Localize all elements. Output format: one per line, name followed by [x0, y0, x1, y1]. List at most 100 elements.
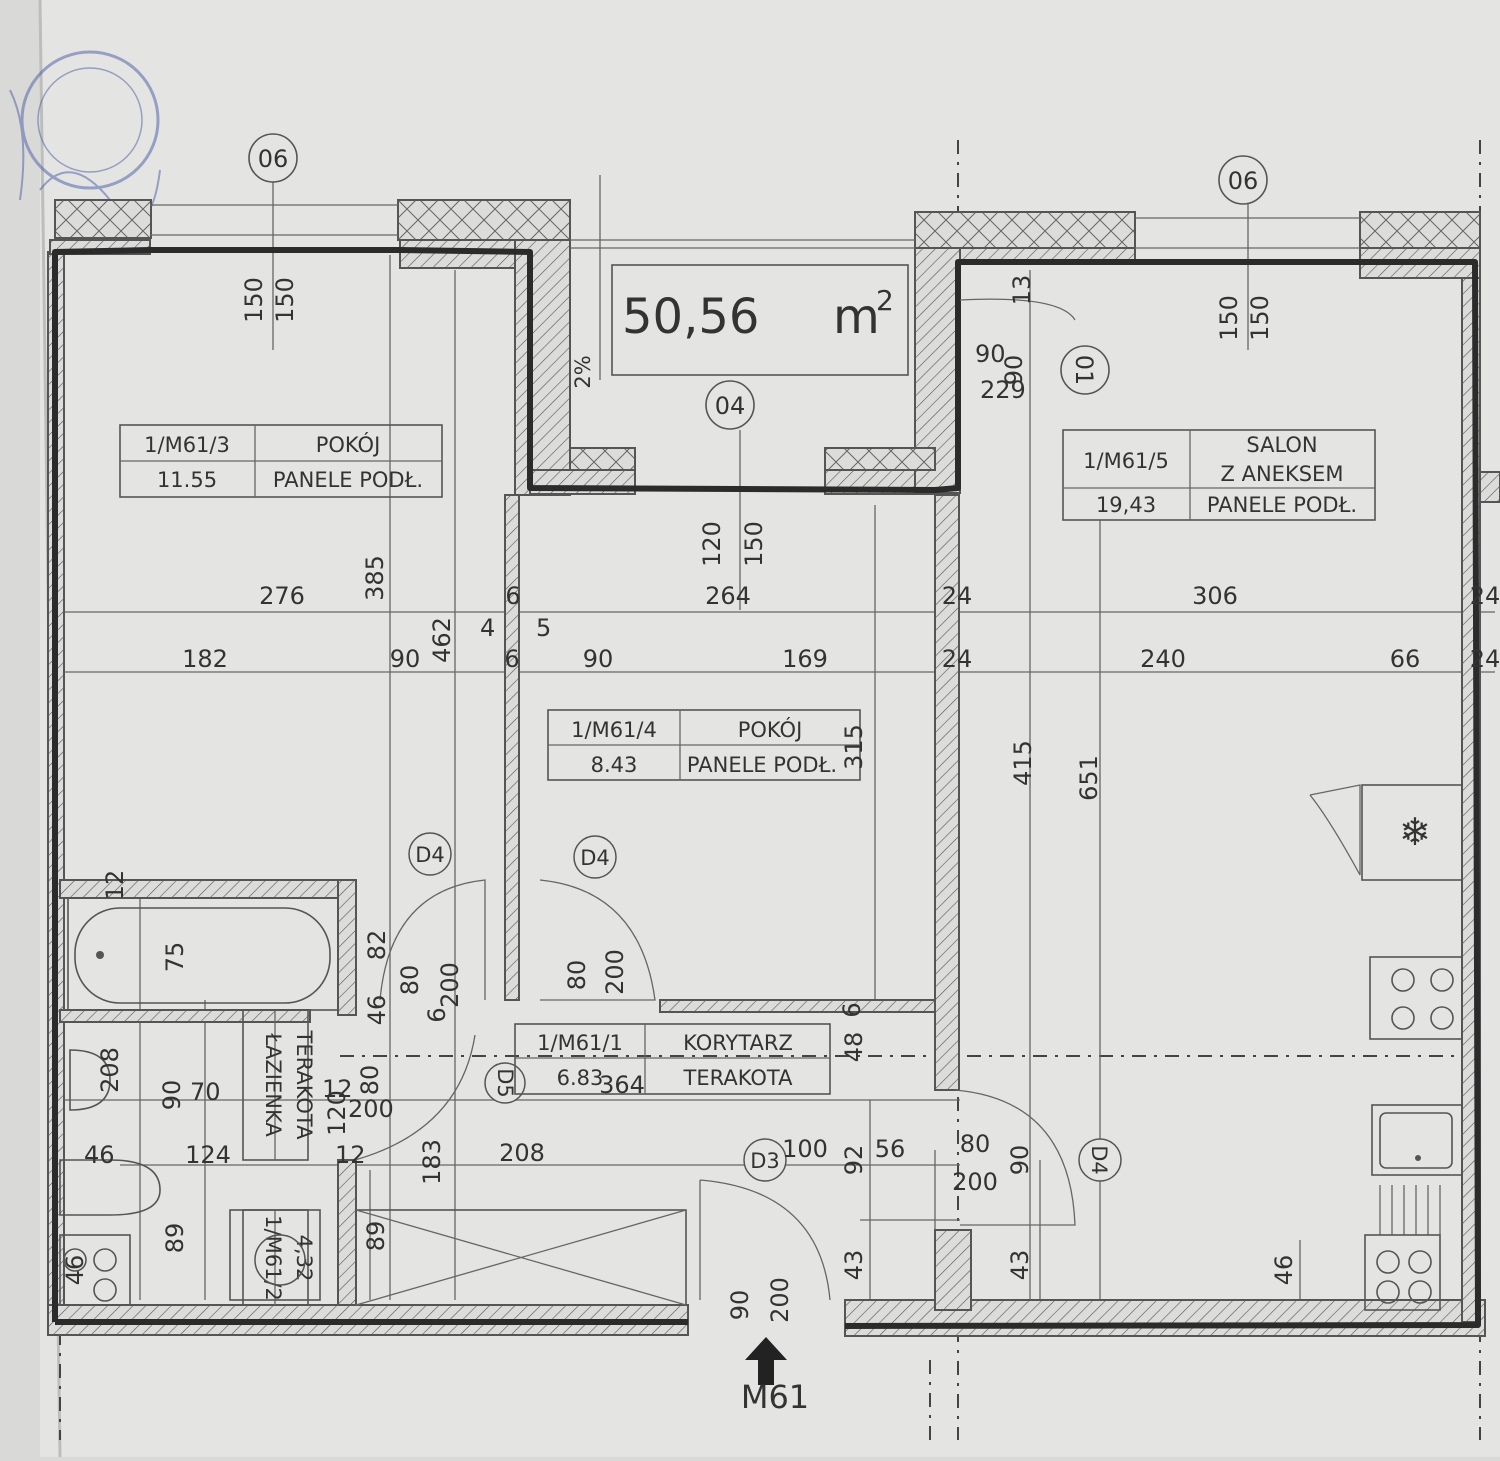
svg-text:6: 6	[838, 1002, 866, 1017]
svg-text:2%: 2%	[571, 355, 595, 388]
svg-text:12: 12	[322, 1075, 353, 1103]
svg-text:150: 150	[240, 277, 268, 323]
svg-text:200: 200	[601, 949, 629, 995]
svg-text:24: 24	[942, 582, 973, 610]
cooktop	[1369, 956, 1463, 1040]
svg-text:6.83: 6.83	[557, 1066, 604, 1090]
svg-text:315: 315	[840, 724, 868, 770]
svg-text:80: 80	[563, 960, 591, 991]
svg-text:POKÓJ: POKÓJ	[738, 717, 803, 742]
radiator-kitchen	[1364, 1234, 1441, 1311]
svg-text:24: 24	[1470, 645, 1500, 673]
washbasin	[69, 1049, 111, 1111]
svg-text:46: 46	[1270, 1255, 1298, 1286]
svg-text:6: 6	[505, 582, 520, 610]
svg-text:120: 120	[698, 521, 726, 567]
official-stamp	[9, 50, 161, 221]
svg-text:90: 90	[975, 340, 1006, 368]
axis-marker: 01	[1060, 345, 1110, 395]
dimension-bathroom: 12 75 82 80 200 46 6 208 90 70 12 80 120…	[61, 870, 868, 1286]
svg-text:TERAKOTA: TERAKOTA	[683, 1066, 794, 1090]
svg-text:200: 200	[766, 1277, 794, 1323]
svg-text:24: 24	[1470, 582, 1500, 610]
svg-text:415: 415	[1009, 740, 1037, 786]
wardrobe	[355, 1209, 687, 1306]
svg-text:6: 6	[423, 1007, 451, 1022]
total-area-value: 50,56	[622, 289, 759, 345]
svg-text:56: 56	[875, 1135, 906, 1163]
svg-text:80: 80	[356, 1065, 384, 1096]
paper	[40, 0, 1500, 1457]
dimension-row-1: 276 6 264 24 306 24	[259, 582, 1500, 610]
svg-text:120: 120	[323, 1090, 351, 1136]
door-marker: D4	[573, 835, 617, 879]
svg-text:5: 5	[536, 614, 551, 642]
svg-text:150: 150	[1215, 295, 1243, 341]
kitchen-sink	[1371, 1104, 1463, 1235]
svg-text:D3: D3	[750, 1149, 780, 1173]
svg-text:385: 385	[361, 555, 389, 601]
total-area-unit: m	[833, 289, 880, 345]
svg-text:208: 208	[499, 1139, 545, 1167]
svg-text:43: 43	[1006, 1250, 1034, 1281]
svg-text:46: 46	[61, 1255, 89, 1286]
svg-text:D4: D4	[415, 843, 445, 867]
room-table-pokoj-3: 1/M61/3 POKÓJ 11.55 PANELE PODŁ.	[119, 424, 443, 498]
room-table-lazienka: ŁAZIENKA TERAKOTA 1/M61/2 4,32	[242, 1009, 316, 1306]
svg-text:12: 12	[101, 870, 129, 901]
svg-text:11.55: 11.55	[157, 468, 217, 492]
svg-text:89: 89	[161, 1223, 189, 1254]
svg-text:183: 183	[418, 1139, 446, 1185]
svg-text:PANELE PODŁ.: PANELE PODŁ.	[273, 468, 423, 492]
dimension-entry: 100 92 56 80 200 90 43 43 90 200 46	[726, 1130, 1298, 1323]
svg-text:651: 651	[1075, 755, 1103, 801]
svg-text:1/M61/3: 1/M61/3	[144, 433, 230, 457]
total-area-box	[611, 264, 909, 376]
svg-text:70: 70	[190, 1078, 221, 1106]
svg-text:24: 24	[942, 645, 973, 673]
svg-text:KORYTARZ: KORYTARZ	[683, 1031, 793, 1055]
svg-text:150: 150	[1246, 295, 1274, 341]
svg-text:264: 264	[705, 582, 751, 610]
svg-text:43: 43	[840, 1250, 868, 1281]
svg-text:8.43: 8.43	[591, 753, 638, 777]
svg-text:13: 13	[1008, 275, 1036, 306]
svg-text:48: 48	[840, 1032, 868, 1063]
svg-text:Z ANEKSEM: Z ANEKSEM	[1221, 462, 1344, 486]
svg-text:208: 208	[96, 1047, 124, 1093]
svg-text:229: 229	[980, 376, 1026, 404]
svg-text:6: 6	[504, 645, 519, 673]
dimension-row-2: 182 90 6 90 169 24 240 66 24	[182, 645, 1500, 673]
dimension-doors: 80 200	[563, 949, 629, 995]
room-table-salon: 1/M61/5 SALON Z ANEKSEM 19,43 PANELE POD…	[1062, 429, 1376, 521]
svg-text:306: 306	[1192, 582, 1238, 610]
svg-text:82: 82	[363, 930, 391, 961]
svg-text:200: 200	[348, 1095, 394, 1123]
toilet	[59, 1159, 161, 1216]
insulation	[54, 199, 1481, 471]
svg-text:90: 90	[390, 645, 421, 673]
svg-text:06: 06	[258, 145, 289, 173]
svg-text:90: 90	[1000, 355, 1028, 386]
balcony-rails	[150, 204, 1360, 249]
door-swings	[354, 298, 1361, 1301]
axis-marker: 06	[248, 133, 298, 183]
svg-text:4: 4	[480, 614, 495, 642]
svg-text:POKÓJ: POKÓJ	[316, 432, 381, 457]
apartment-outline	[52, 247, 1481, 1329]
svg-text:04: 04	[715, 392, 746, 420]
bathtub	[67, 897, 339, 1011]
svg-text:PANELE PODŁ.: PANELE PODŁ.	[1207, 493, 1357, 517]
svg-text:TERAKOTA: TERAKOTA	[292, 1030, 316, 1141]
svg-text:12: 12	[335, 1141, 366, 1169]
axis-marker: 06	[1218, 155, 1268, 205]
svg-text:200: 200	[952, 1168, 998, 1196]
washing-machine	[229, 1209, 321, 1301]
svg-text:D4: D4	[1087, 1145, 1111, 1175]
entrance-label: M61	[741, 1378, 809, 1416]
svg-text:150: 150	[740, 521, 768, 567]
snowflake-icon: ❄	[1399, 810, 1431, 854]
svg-text:90: 90	[158, 1080, 186, 1111]
